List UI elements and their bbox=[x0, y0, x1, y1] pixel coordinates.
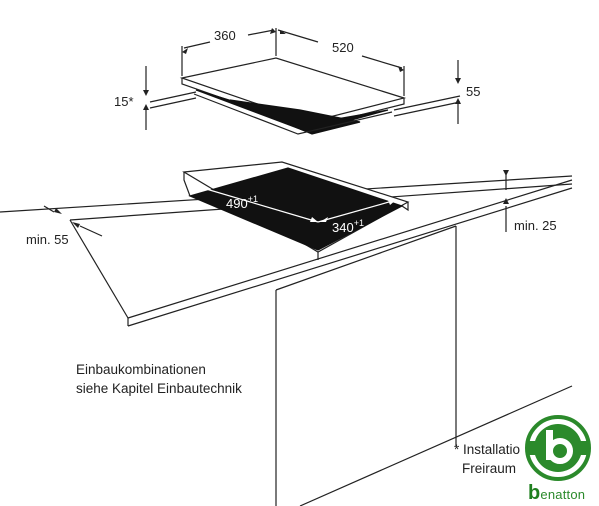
footnote-block: * Installatio Freiraum bbox=[454, 440, 520, 478]
dim-520-lines bbox=[277, 29, 405, 96]
worktop bbox=[0, 175, 573, 327]
hob-unit bbox=[179, 57, 407, 135]
worktop-edge-left-lower bbox=[149, 97, 197, 109]
dim-label-min25: min. 25 bbox=[514, 218, 557, 233]
dim-label-15: 15* bbox=[114, 94, 134, 109]
dim-label-340: 340+1 bbox=[332, 218, 364, 235]
dim-label-360: 360 bbox=[214, 28, 236, 43]
worktop-edge-right-lower bbox=[393, 101, 461, 117]
footnote-line-2: Freiraum bbox=[462, 461, 517, 476]
worktop-edge-left bbox=[149, 91, 197, 103]
dim-360-lines bbox=[181, 28, 277, 76]
cabinet bbox=[275, 225, 573, 506]
footnote-line-1: * Installatio bbox=[454, 442, 521, 457]
note-line-1: Einbaukombinationen bbox=[76, 362, 206, 377]
dim-label-520: 520 bbox=[332, 40, 354, 55]
dim-label-55: 55 bbox=[466, 84, 480, 99]
arrowheads bbox=[54, 28, 509, 228]
dim-label-490: 490+1 bbox=[226, 194, 258, 211]
cutout-arrowheads bbox=[196, 186, 396, 222]
logo-wordmark: benatton bbox=[528, 482, 586, 504]
logo-mark-icon bbox=[525, 415, 591, 481]
dim-label-min55: min. 55 bbox=[26, 232, 69, 247]
note-line-2: siehe Kapitel Einbautechnik bbox=[76, 381, 242, 396]
cutout-dim-arrows bbox=[195, 185, 397, 223]
note-block: Einbaukombinationen siehe Kapitel Einbau… bbox=[76, 360, 242, 398]
cutout bbox=[182, 161, 410, 260]
dim-min55-lines bbox=[43, 205, 103, 237]
worktop-edge-right bbox=[393, 95, 461, 111]
benatton-logo: benatton bbox=[520, 408, 596, 504]
